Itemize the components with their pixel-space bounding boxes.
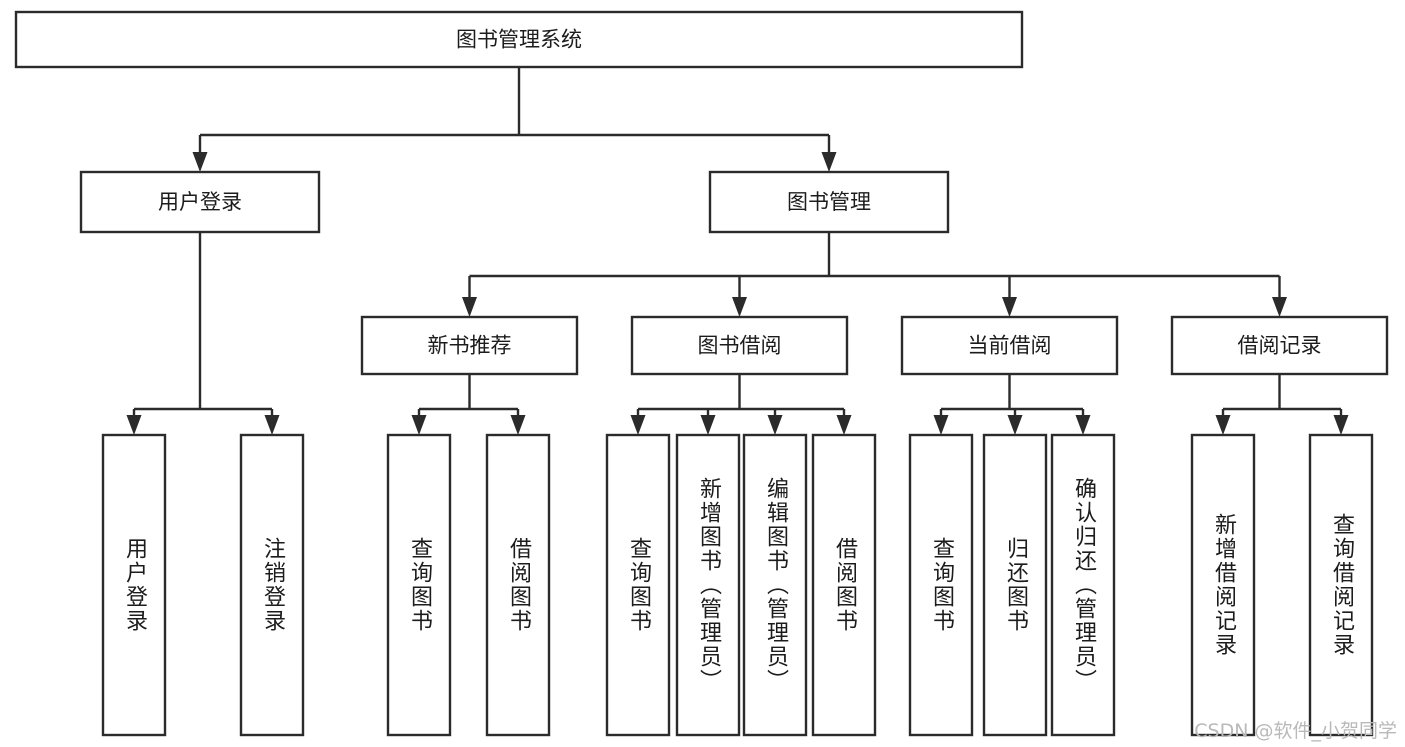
arrow-head-current-borrow-to-leaf-query-book-current	[933, 415, 949, 435]
node-box-leaf-add-borrow-record[interactable]	[1190, 433, 1256, 737]
arrow-head-new-book-recommend-to-leaf-query-book-recommend	[411, 415, 427, 435]
node-box-leaf-confirm-return-admin[interactable]	[1050, 433, 1116, 737]
node-box-leaf-borrow-book-recommend[interactable]	[485, 433, 551, 737]
node-label-current-borrow: 当前借阅	[968, 334, 1052, 358]
node-box-borrow-record[interactable]	[1170, 315, 1389, 376]
arrow-head-root-to-book-management	[821, 152, 837, 172]
node-label-new-book-recommend: 新书推荐	[428, 334, 512, 358]
arrow-head-book-borrow-to-leaf-borrow-book	[836, 415, 852, 435]
node-box-book-management[interactable]	[708, 170, 950, 234]
arrow-head-borrow-record-to-leaf-query-borrow-record	[1333, 415, 1349, 435]
node-label-user-login: 用户登录	[158, 190, 242, 214]
node-label-root: 图书管理系统	[456, 28, 582, 52]
arrow-head-current-borrow-to-leaf-confirm-return-admin	[1075, 415, 1091, 435]
arrow-head-bm-to-current-borrow	[1002, 297, 1017, 317]
arrow-head-root-to-user-login	[192, 152, 208, 172]
arrow-head-book-borrow-to-leaf-add-book-admin	[700, 415, 716, 435]
watermark-text: CSDN @软件_小贺同学	[1194, 720, 1397, 742]
node-box-leaf-edit-book-admin[interactable]	[742, 433, 808, 737]
node-box-leaf-query-book-recommend[interactable]	[386, 433, 452, 737]
node-box-root[interactable]	[14, 10, 1024, 69]
node-box-leaf-user-login[interactable]	[101, 433, 167, 737]
arrow-head-borrow-record-to-leaf-add-borrow-record	[1215, 415, 1231, 435]
node-box-leaf-user-logout[interactable]	[239, 433, 305, 737]
node-box-new-book-recommend[interactable]	[360, 315, 579, 376]
arrow-head-bm-to-book-borrow	[732, 297, 747, 317]
connector-layer	[126, 67, 1349, 435]
node-box-leaf-query-book-current[interactable]	[908, 433, 974, 737]
node-box-current-borrow[interactable]	[900, 315, 1119, 376]
arrow-head-user-login-to-leaf-user-logout	[264, 415, 280, 435]
arrow-head-new-book-recommend-to-leaf-borrow-book-recommend	[510, 415, 526, 435]
node-box-book-borrow[interactable]	[630, 315, 849, 376]
arrow-head-user-login-to-leaf-user-login	[126, 415, 142, 435]
node-box-leaf-return-book[interactable]	[982, 433, 1048, 737]
node-box-leaf-add-book-admin[interactable]	[675, 433, 741, 737]
node-box-leaf-query-book-borrow[interactable]	[605, 433, 671, 737]
arrow-head-bm-to-borrow-record	[1272, 297, 1287, 317]
node-box-leaf-borrow-book[interactable]	[811, 433, 877, 737]
node-label-borrow-record: 借阅记录	[1238, 334, 1322, 358]
node-box-user-login[interactable]	[79, 170, 321, 234]
arrow-head-current-borrow-to-leaf-return-book	[1007, 415, 1023, 435]
arrow-head-bm-to-new-book-recommend	[462, 297, 477, 317]
arrow-head-book-borrow-to-leaf-query-book-borrow	[630, 415, 646, 435]
box-layer	[14, 10, 1389, 737]
node-label-book-management: 图书管理	[787, 190, 871, 214]
arrow-head-book-borrow-to-leaf-edit-book-admin	[767, 415, 783, 435]
node-box-leaf-query-borrow-record[interactable]	[1308, 433, 1374, 737]
node-label-book-borrow: 图书借阅	[698, 334, 782, 358]
